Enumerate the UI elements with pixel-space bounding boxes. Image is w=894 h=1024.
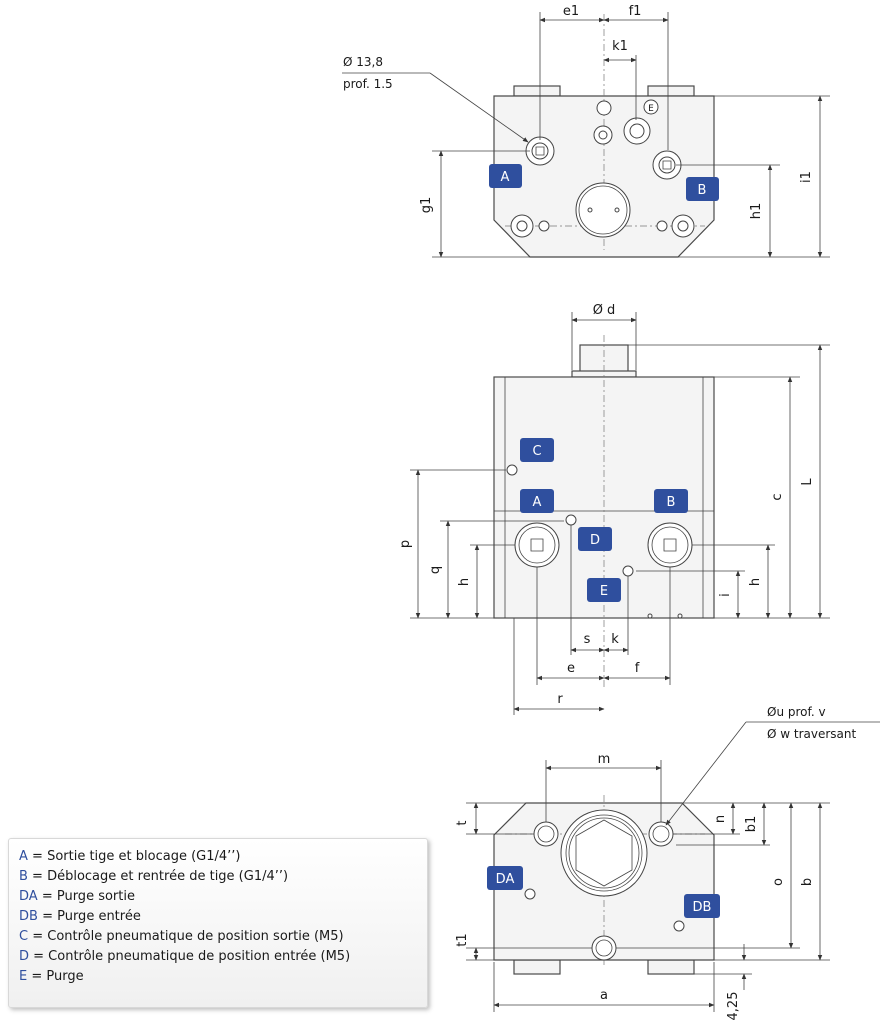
legend-item-e: E = Purge <box>19 969 84 984</box>
dim-n: n <box>713 815 728 823</box>
callout-depth: prof. 1.5 <box>343 77 393 91</box>
dim-e: e <box>567 661 575 676</box>
dim-c: c <box>770 493 785 500</box>
dim-k1: k1 <box>612 39 628 54</box>
legend-item-da: DA = Purge sortie <box>19 889 135 904</box>
dim-t: t <box>455 820 470 825</box>
badge-bottom-da: DA <box>487 866 523 890</box>
dim-g1: g1 <box>419 197 434 214</box>
legend-item-db: DB = Purge entrée <box>19 909 141 924</box>
badge-top-a: A <box>489 164 522 188</box>
svg-text:B: B <box>667 495 676 510</box>
legend-item-c: C = Contrôle pneumatique de position sor… <box>19 929 344 944</box>
bottom-view: m Øu prof. v Ø w traversant t t1 n b1 o … <box>455 705 880 1020</box>
dim-h1: h1 <box>749 203 764 220</box>
legend-item-a: A = Sortie tige et blocage (G1/4’’) <box>19 849 241 864</box>
callout-diameter: Ø 13,8 <box>343 55 383 69</box>
dim-p: p <box>398 540 413 548</box>
dim-e1: e1 <box>563 4 579 19</box>
dim-o: o <box>771 878 786 886</box>
top-view: E e1 f1 k1 Ø 13,8 prof. 1.5 g1 h1 i <box>342 4 830 258</box>
legend-box: A = Sortie tige et blocage (G1/4’’) B = … <box>8 838 428 1008</box>
svg-text:DB: DB <box>693 900 712 915</box>
callout-u-depth: Øu prof. v <box>767 705 826 719</box>
dim-b: b <box>800 878 815 886</box>
svg-text:B: B <box>698 183 707 198</box>
dim-r: r <box>557 692 563 707</box>
dim-b1: b1 <box>744 816 759 833</box>
svg-text:DA: DA <box>496 872 515 887</box>
top-port-e-marker <box>643 99 659 115</box>
svg-text:A: A <box>533 495 542 510</box>
svg-text:A: A <box>501 170 510 185</box>
dim-f1: f1 <box>629 4 642 19</box>
top-port-right-fitting <box>652 150 682 180</box>
svg-text:D: D <box>590 533 600 548</box>
dim-offset-4-25: 4,25 <box>726 992 741 1021</box>
badge-top-b: B <box>686 177 719 201</box>
badge-front-b: B <box>654 489 688 513</box>
badge-front-d: D <box>578 527 612 551</box>
dim-a: a <box>600 988 608 1003</box>
dim-L: L <box>800 478 815 486</box>
dim-f: f <box>635 661 640 676</box>
dim-s: s <box>584 632 591 647</box>
front-view: Ø d L c h i p q h s <box>398 303 830 715</box>
svg-text:C: C <box>532 444 541 459</box>
dim-diameter-d: Ø d <box>593 303 616 318</box>
dim-i1: i1 <box>799 171 814 183</box>
callout-w-through: Ø w traversant <box>767 727 857 741</box>
top-port-left-fitting <box>525 136 555 166</box>
dim-h-left: h <box>457 578 472 586</box>
badge-front-e: E <box>587 578 621 602</box>
dim-q: q <box>428 566 443 574</box>
dim-m: m <box>598 752 611 767</box>
dim-i: i <box>718 593 733 597</box>
dim-k: k <box>611 632 619 647</box>
dim-t1: t1 <box>455 933 470 946</box>
legend-item-b: B = Déblocage et rentrée de tige (G1/4’’… <box>19 869 289 884</box>
svg-text:E: E <box>600 584 608 599</box>
badge-front-c: C <box>520 438 554 462</box>
legend-item-d: D = Contrôle pneumatique de position ent… <box>19 949 351 964</box>
top-port-e-label: E <box>648 104 654 114</box>
badge-bottom-db: DB <box>684 894 720 918</box>
badge-front-a: A <box>520 489 554 513</box>
dim-h-right: h <box>748 578 763 586</box>
